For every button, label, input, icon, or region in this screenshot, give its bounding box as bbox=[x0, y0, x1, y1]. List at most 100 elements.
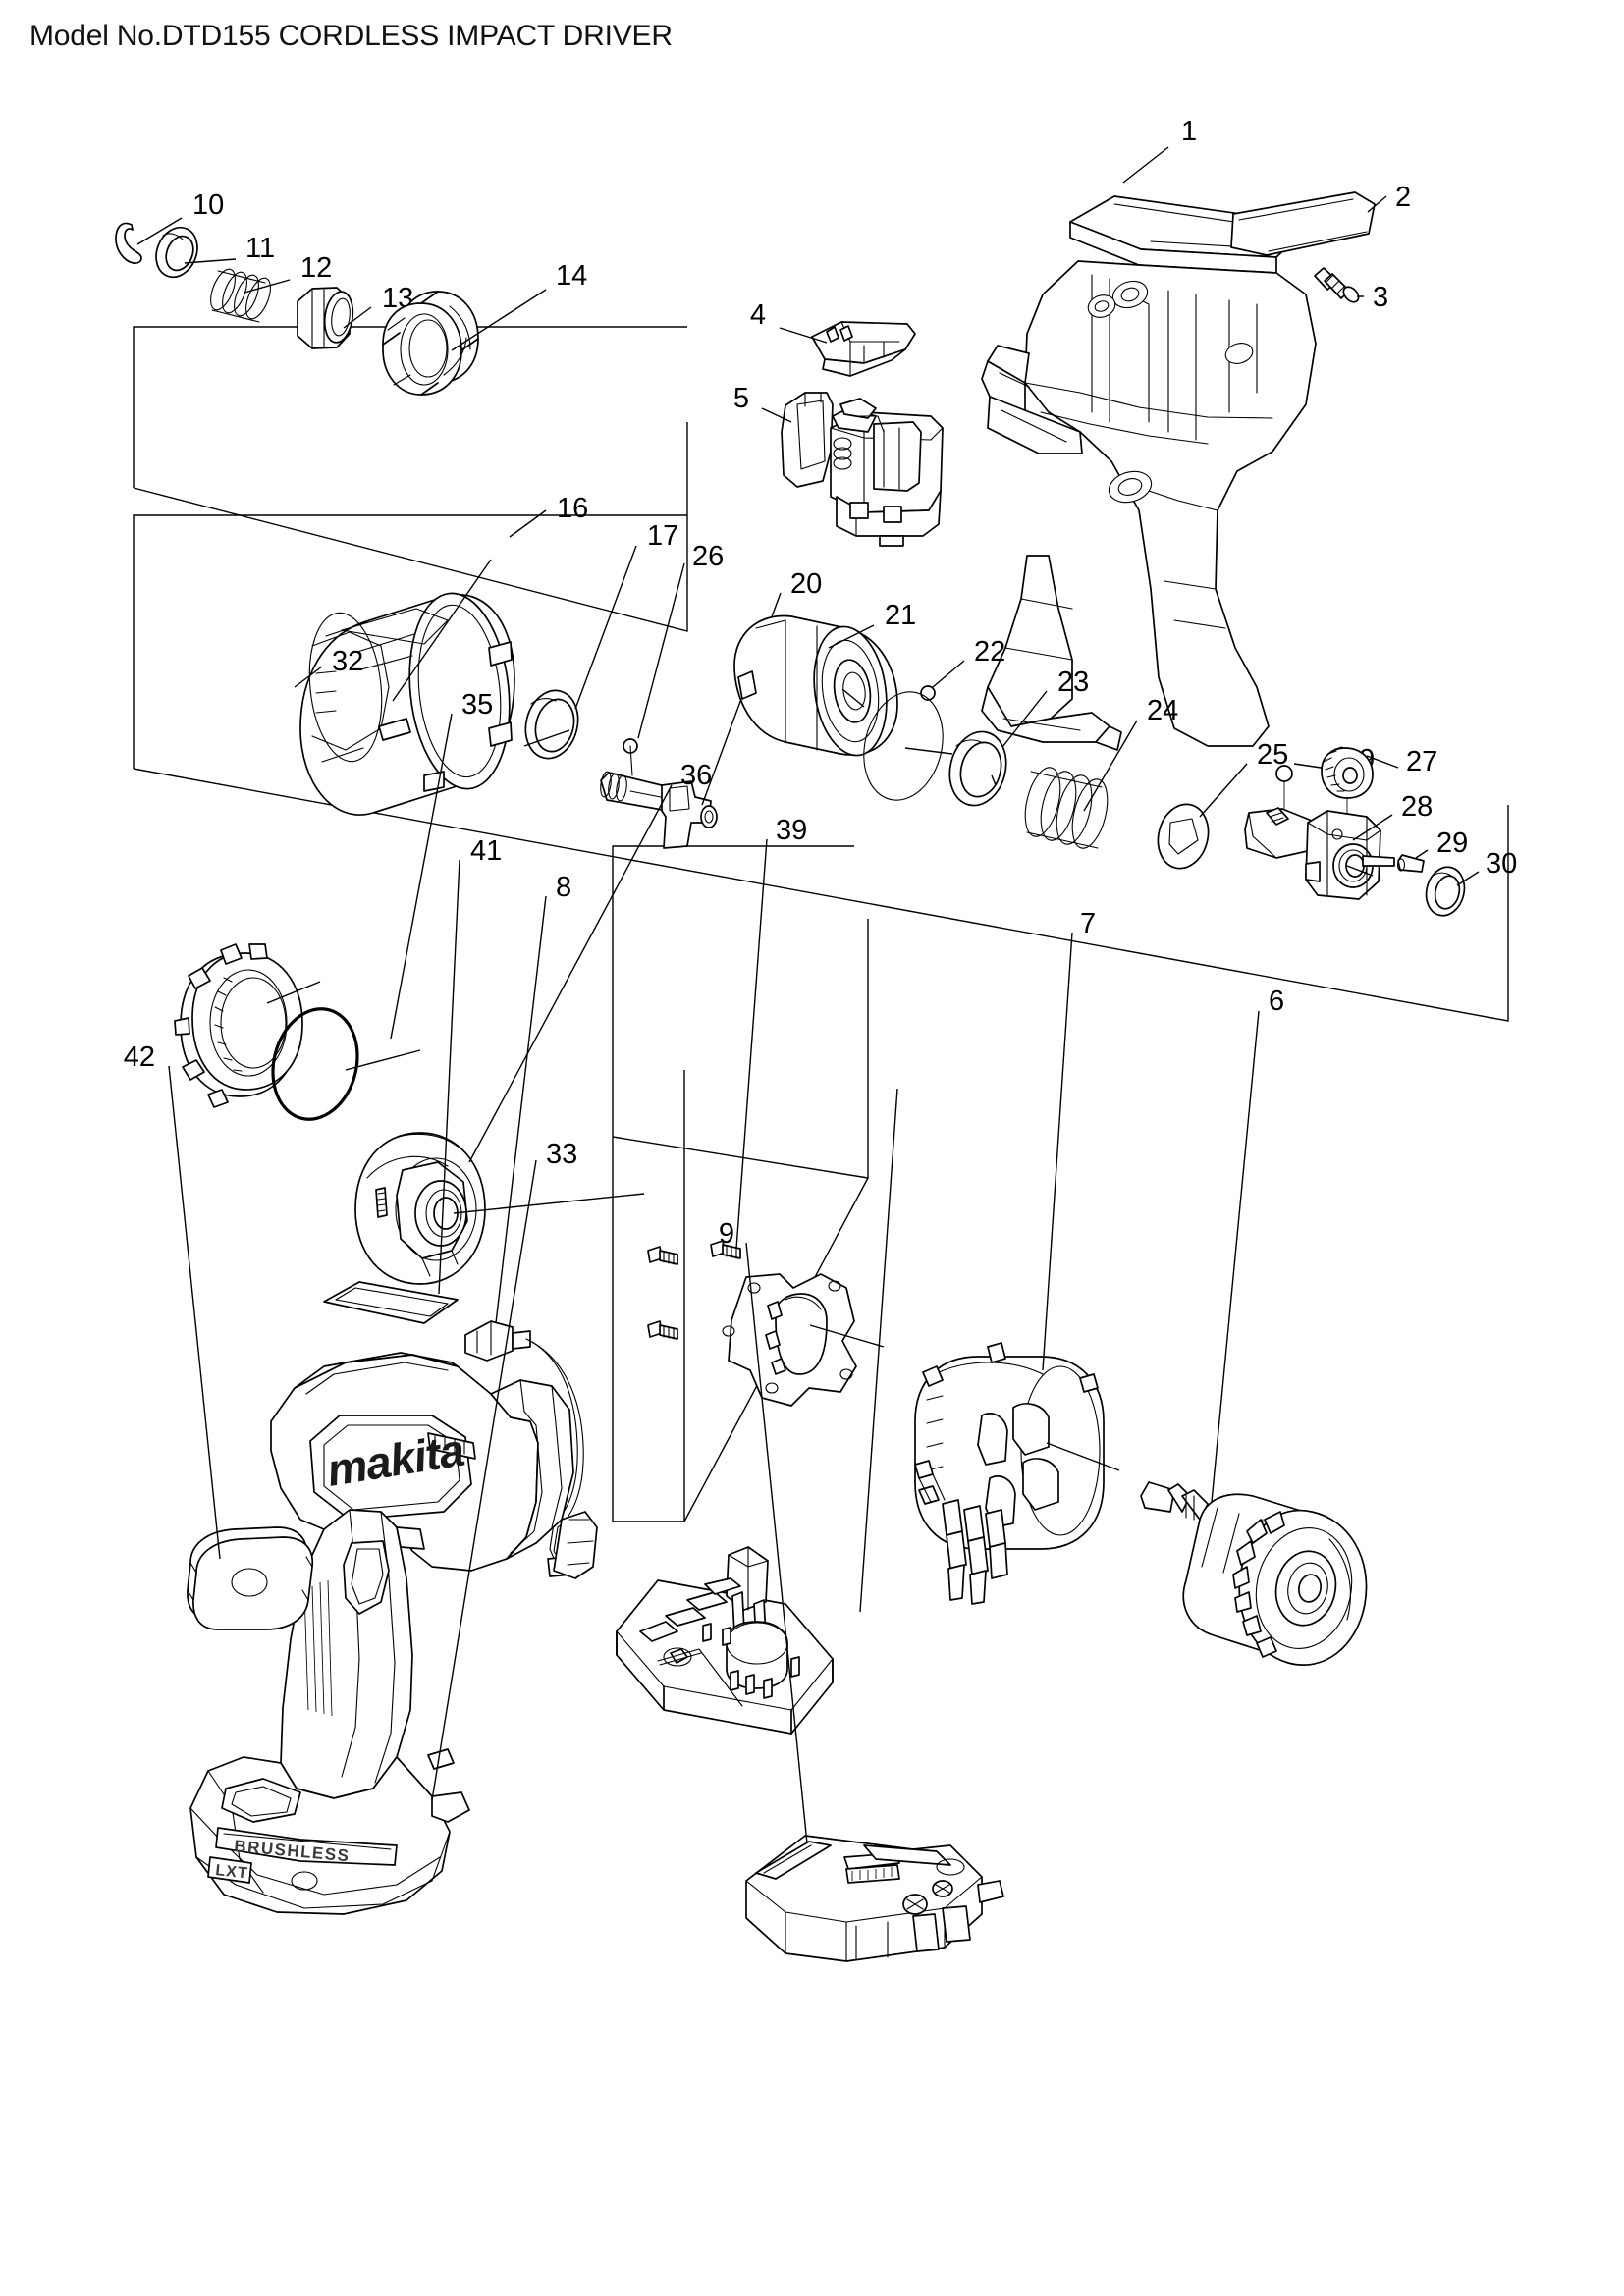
part-bearing-retainer-plate[interactable] bbox=[722, 1273, 857, 1407]
callout-label-42: 41 bbox=[470, 835, 502, 867]
part-controller-board[interactable] bbox=[616, 1546, 834, 1735]
part-cap-screws[interactable] bbox=[647, 1240, 741, 1340]
callout-24: 25 bbox=[1199, 739, 1288, 818]
callout-20: 21 bbox=[828, 600, 916, 708]
part-hammer[interactable] bbox=[733, 614, 898, 761]
callout-label-7: 7 bbox=[1080, 908, 1096, 939]
callout-label-25: 26 bbox=[692, 541, 724, 572]
callout-label-9: 9 bbox=[719, 1218, 734, 1250]
callout-21: 22 bbox=[904, 636, 1005, 755]
callout-label-29: 30 bbox=[1486, 848, 1517, 880]
part-steel-ball-hammer[interactable] bbox=[853, 683, 954, 809]
callout-7: 7 bbox=[1042, 908, 1120, 1471]
callout-label-19: 20 bbox=[790, 568, 822, 600]
callout-33: 36 bbox=[453, 760, 712, 1214]
callout-label-36: 42 bbox=[124, 1041, 155, 1073]
part-washer-spindle-end[interactable] bbox=[1422, 863, 1470, 920]
callout-1: 1 bbox=[1122, 116, 1197, 184]
callout-label-5: 5 bbox=[733, 383, 749, 414]
group-bracket-controller bbox=[612, 845, 869, 1522]
part-name-plate-label[interactable] bbox=[323, 1281, 459, 1324]
callout-35: 33 bbox=[431, 1139, 577, 1801]
callout-39: 39 bbox=[735, 815, 885, 1348]
callout-label-32: 35 bbox=[461, 689, 493, 721]
callout-32: 35 bbox=[345, 689, 493, 1071]
part-tool-body[interactable] bbox=[189, 1352, 598, 1915]
part-o-ring[interactable] bbox=[261, 1000, 368, 1129]
callout-label-16: 16 bbox=[557, 493, 588, 524]
callout-2: 2 bbox=[1367, 182, 1411, 213]
part-o-ring-seal[interactable] bbox=[518, 685, 584, 765]
part-flat-washer-spindle[interactable] bbox=[1152, 799, 1215, 874]
part-housing-set[interactable] bbox=[981, 195, 1317, 751]
callout-label-27: 28 bbox=[1401, 791, 1433, 823]
callout-22: 23 bbox=[991, 667, 1089, 786]
page-title: Model No.DTD155 CORDLESS IMPACT DRIVER bbox=[29, 20, 673, 52]
callout-label-23: 24 bbox=[1147, 695, 1178, 726]
callout-label-4: 4 bbox=[750, 299, 766, 331]
part-ring-retainer[interactable] bbox=[174, 943, 303, 1108]
callout-label-22: 23 bbox=[1057, 667, 1089, 698]
callout-label-30: 32 bbox=[332, 646, 363, 677]
callout-6: 6 bbox=[1211, 986, 1284, 1503]
part-battery-terminal[interactable] bbox=[745, 1835, 1004, 1962]
callout-3: 3 bbox=[1357, 282, 1388, 313]
part-flat-washer[interactable] bbox=[149, 221, 205, 283]
callout-label-21: 22 bbox=[974, 636, 1005, 667]
part-tapping-screw[interactable] bbox=[1314, 267, 1362, 305]
callout-label-1: 1 bbox=[1181, 116, 1197, 147]
part-washer[interactable] bbox=[943, 725, 1014, 811]
part-rubber-pad[interactable] bbox=[187, 1526, 314, 1630]
callout-5: 5 bbox=[733, 383, 792, 423]
part-pin[interactable] bbox=[1396, 854, 1425, 873]
callout-42: 41 bbox=[438, 835, 502, 1295]
callout-label-3: 3 bbox=[1373, 282, 1388, 313]
callout-label-11: 11 bbox=[245, 233, 275, 264]
callout-25: 26 bbox=[637, 541, 724, 739]
callout-label-14: 14 bbox=[556, 260, 587, 292]
callout-label-35: 33 bbox=[546, 1139, 577, 1170]
callout-28: 29 bbox=[1415, 828, 1468, 859]
callout-10: 10 bbox=[136, 189, 224, 245]
callout-label-33: 36 bbox=[680, 760, 712, 791]
callout-27: 28 bbox=[1346, 791, 1433, 877]
group-bracket-chuck bbox=[133, 326, 688, 632]
callout-label-12: 12 bbox=[300, 252, 332, 284]
callout-label-8: 8 bbox=[556, 872, 571, 903]
callout-12: 12 bbox=[244, 252, 332, 294]
callout-label-17: 17 bbox=[647, 520, 678, 552]
svg-text:LXT: LXT bbox=[215, 1862, 249, 1882]
part-trigger-switch[interactable] bbox=[781, 392, 944, 547]
part-anvil[interactable] bbox=[599, 745, 718, 849]
callout-14: 14 bbox=[451, 260, 587, 351]
part-retaining-ring[interactable] bbox=[115, 222, 142, 265]
callout-26: 27 bbox=[1366, 746, 1437, 777]
callout-29: 30 bbox=[1456, 848, 1517, 886]
part-compression-spring[interactable] bbox=[205, 266, 275, 323]
callout-label-6: 6 bbox=[1269, 986, 1284, 1017]
part-spindle[interactable] bbox=[1244, 807, 1395, 900]
part-stator[interactable] bbox=[914, 1342, 1105, 1605]
callout-label-10: 10 bbox=[192, 189, 224, 221]
group-bracket-hammer bbox=[133, 514, 1509, 1022]
callout-label-28: 29 bbox=[1436, 828, 1468, 859]
part-sleeve[interactable] bbox=[297, 287, 355, 349]
part-gear-housing-cap[interactable] bbox=[354, 1132, 486, 1285]
part-reversing-switch-lever[interactable] bbox=[811, 321, 916, 377]
part-rotor-armature[interactable] bbox=[1140, 1481, 1368, 1666]
part-hammer-case[interactable] bbox=[299, 588, 518, 816]
part-hammer-spring[interactable] bbox=[1019, 764, 1113, 852]
part-housing-pad[interactable] bbox=[1230, 191, 1376, 256]
callout-16: 16 bbox=[392, 493, 588, 702]
part-pinion-gear[interactable] bbox=[1321, 746, 1374, 850]
callout-17: 17 bbox=[523, 520, 678, 747]
callout-23: 24 bbox=[1083, 695, 1178, 812]
badge-lxt: LXT bbox=[215, 1862, 249, 1882]
callout-11: 11 bbox=[184, 233, 275, 264]
callout-label-39: 39 bbox=[776, 815, 807, 846]
callout-label-2: 2 bbox=[1395, 182, 1411, 213]
part-chuck-sleeve-ring[interactable] bbox=[382, 291, 479, 396]
callout-label-26: 27 bbox=[1406, 746, 1437, 777]
